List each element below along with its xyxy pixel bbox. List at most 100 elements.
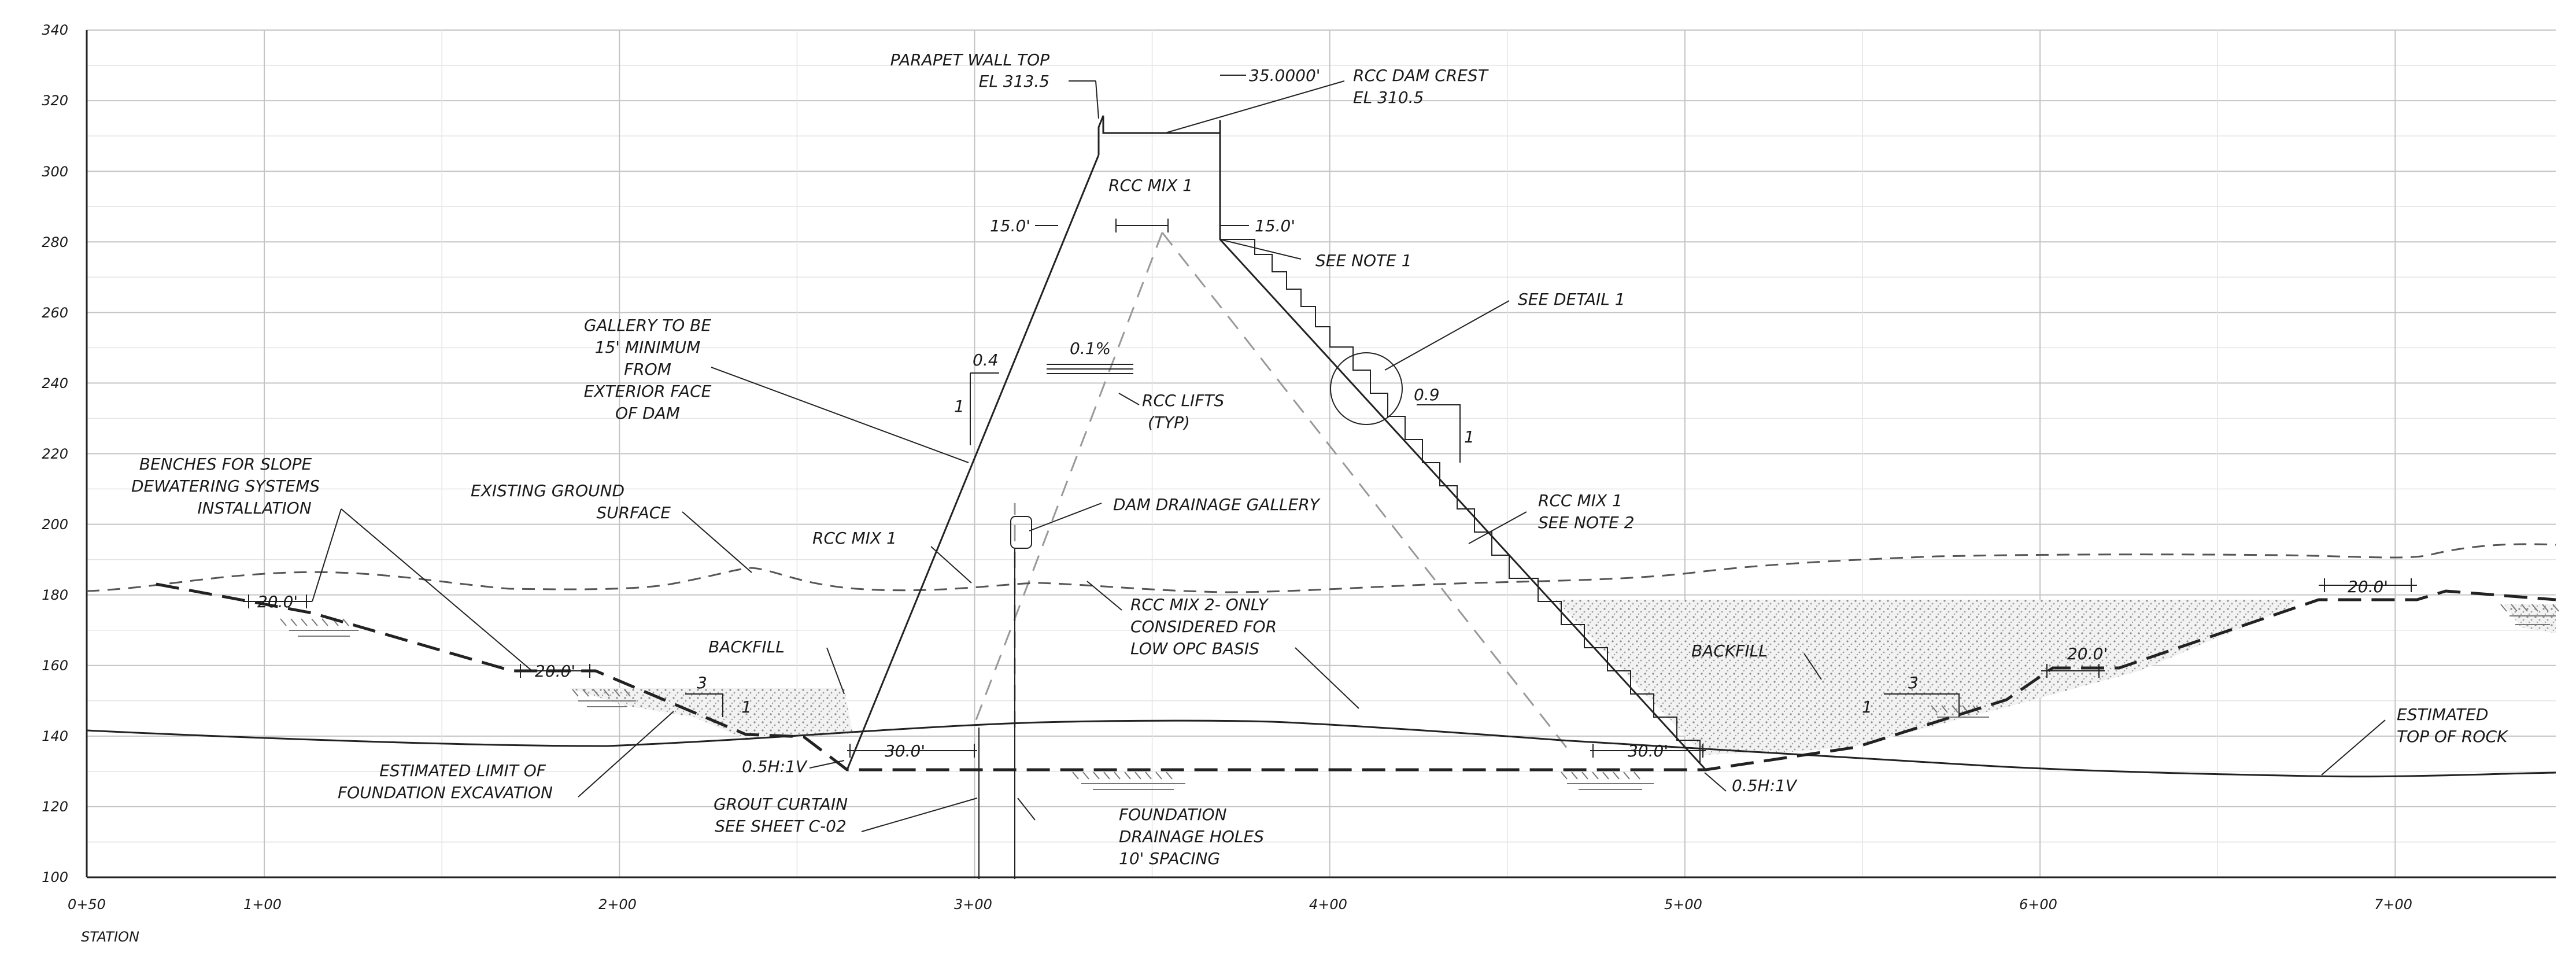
dimension-marks (243, 75, 2417, 758)
rcc-zone-lines (972, 232, 1571, 752)
rcc-mix1-top-label: RCC MIX 1 (1108, 176, 1193, 195)
drainage-gallery-symbol (1010, 516, 1032, 549)
x-tick-1-00: 1+00 (243, 896, 282, 913)
y-tick-300: 300 (42, 164, 68, 180)
x-axis: 0+50 1+00 2+00 3+00 4+00 5+00 6+00 7+00 … (68, 896, 2412, 945)
y-tick-340: 340 (42, 22, 68, 38)
x-tick-3-00: 3+00 (954, 896, 992, 913)
rcc-lifts-label-1: RCC LIFTS (1142, 391, 1224, 410)
upstream-face (846, 154, 1100, 770)
backfill-left-label: BACKFILL (708, 637, 785, 656)
slope-09-label: 0.9 (1414, 385, 1440, 404)
dim-30-right: 30.0' (1628, 741, 1668, 760)
y-tick-160: 160 (42, 658, 68, 674)
backfill-left-area (570, 688, 853, 739)
x-tick-4-00: 4+00 (1309, 896, 1347, 913)
x-axis-title: STATION (81, 929, 139, 945)
slope-1b-label: 1 (1464, 427, 1474, 446)
y-tick-220: 220 (42, 446, 68, 462)
rcc-mix1-downstream-label-1: RCC MIX 1 (1538, 491, 1623, 510)
x-tick-7-00: 7+00 (2374, 896, 2412, 913)
est-rock-label-1: ESTIMATED (2397, 705, 2488, 724)
detail-1-circle (1330, 352, 1403, 425)
benches-label-3: INSTALLATION (197, 499, 311, 518)
est-rock-label-2: TOP OF ROCK (2397, 727, 2509, 746)
rcc-lifts-symbol (1047, 364, 1133, 374)
parapet-wall (1097, 115, 1220, 155)
y-tick-240: 240 (42, 375, 68, 392)
y-tick-320: 320 (42, 93, 68, 109)
x-tick-2-00: 2+00 (598, 896, 637, 913)
slope-1d-label: 1 (1862, 697, 1872, 717)
backfill-right-label: BACKFILL (1691, 641, 1768, 660)
slope-1c-label: 1 (741, 697, 752, 717)
gallery-label-2: 15' MINIMUM (595, 338, 701, 357)
dim-15-right: 15.0' (1255, 216, 1295, 235)
crest-width-label: 35.0000' (1249, 66, 1320, 85)
y-axis: 340 320 300 280 260 240 220 200 180 160 … (42, 22, 68, 885)
rcc-mix2-label-3: LOW OPC BASIS (1130, 639, 1259, 658)
slope-05-right: 0.5H:1V (1732, 776, 1798, 795)
backfill-right-area (1555, 600, 2296, 755)
est-limit-label-1: ESTIMATED LIMIT OF (379, 761, 546, 780)
x-tick-0-50: 0+50 (68, 896, 106, 913)
grout-label-2: SEE SHEET C-02 (715, 817, 847, 836)
bench-dim-c: 20.0' (2067, 644, 2108, 663)
existing-ground-label-2: SURFACE (596, 503, 671, 522)
x-tick-5-00: 5+00 (1664, 896, 1702, 913)
existing-ground-label-1: EXISTING GROUND (471, 481, 624, 500)
dim-30-left: 30.0' (885, 741, 925, 760)
crest-label-1: RCC DAM CREST (1353, 66, 1489, 85)
backfill-right-bench-area (2504, 604, 2556, 633)
slope-01pct-label: 0.1% (1070, 339, 1111, 358)
rcc-lifts-label-2: (TYP) (1148, 413, 1190, 432)
parapet-label-2: EL 313.5 (979, 72, 1049, 91)
benches-label-1: BENCHES FOR SLOPE (139, 455, 312, 474)
dim-15-left: 15.0' (990, 216, 1030, 235)
gallery-label-4: EXTERIOR FACE (584, 382, 712, 401)
leader-lines (312, 80, 2386, 832)
slope-3b-label: 3 (1908, 673, 1919, 692)
fdh-label-2: DRAINAGE HOLES (1119, 827, 1264, 846)
benches-label-2: DEWATERING SYSTEMS (131, 477, 320, 496)
gallery-label-5: OF DAM (615, 404, 680, 423)
gallery-label-1: GALLERY TO BE (584, 316, 711, 335)
grout-label-1: GROUT CURTAIN (714, 795, 848, 814)
crest-label-2: EL 310.5 (1353, 88, 1424, 107)
y-tick-180: 180 (42, 587, 68, 603)
y-tick-140: 140 (42, 728, 68, 744)
y-tick-120: 120 (42, 799, 68, 815)
parapet-label-1: PARAPET WALL TOP (890, 50, 1050, 69)
bench-dim-d: 20.0' (2348, 577, 2388, 596)
top-of-rock-line (86, 719, 2556, 778)
annotations: PARAPET WALL TOP EL 313.5 35.0000' RCC D… (131, 50, 2509, 868)
rock-hatching (280, 604, 2559, 790)
y-tick-200: 200 (42, 516, 68, 533)
see-detail1-label: SEE DETAIL 1 (1518, 290, 1625, 309)
y-tick-280: 280 (42, 234, 68, 250)
rcc-mix1-downstream-label-2: SEE NOTE 2 (1538, 513, 1635, 532)
rcc-mix2-label-2: CONSIDERED FOR (1130, 617, 1277, 636)
fdh-label-1: FOUNDATION (1119, 805, 1227, 824)
slope-05-left: 0.5H:1V (742, 757, 808, 776)
y-tick-260: 260 (42, 305, 68, 321)
est-limit-label-2: FOUNDATION EXCAVATION (338, 783, 553, 802)
see-note1-label: SEE NOTE 1 (1315, 251, 1412, 270)
gallery-label-3: FROM (624, 360, 671, 379)
slope-04-label: 0.4 (973, 350, 999, 370)
bench-dim-a: 20.0' (257, 592, 298, 611)
rcc-mix2-label-1: RCC MIX 2- ONLY (1130, 595, 1269, 614)
slope-indicators (685, 372, 1960, 717)
existing-ground-line (86, 543, 2556, 593)
fdh-label-3: 10' SPACING (1119, 849, 1220, 868)
backfill-areas (570, 600, 2556, 755)
grid (86, 29, 2556, 878)
slope-1a-label: 1 (954, 397, 964, 416)
stepped-face (1220, 239, 1701, 763)
y-tick-100: 100 (42, 869, 68, 885)
rcc-mix1-upstream-label: RCC MIX 1 (812, 529, 897, 548)
x-tick-6-00: 6+00 (2019, 896, 2057, 913)
bench-dim-b: 20.0' (535, 662, 575, 681)
slope-3a-label: 3 (697, 673, 707, 692)
